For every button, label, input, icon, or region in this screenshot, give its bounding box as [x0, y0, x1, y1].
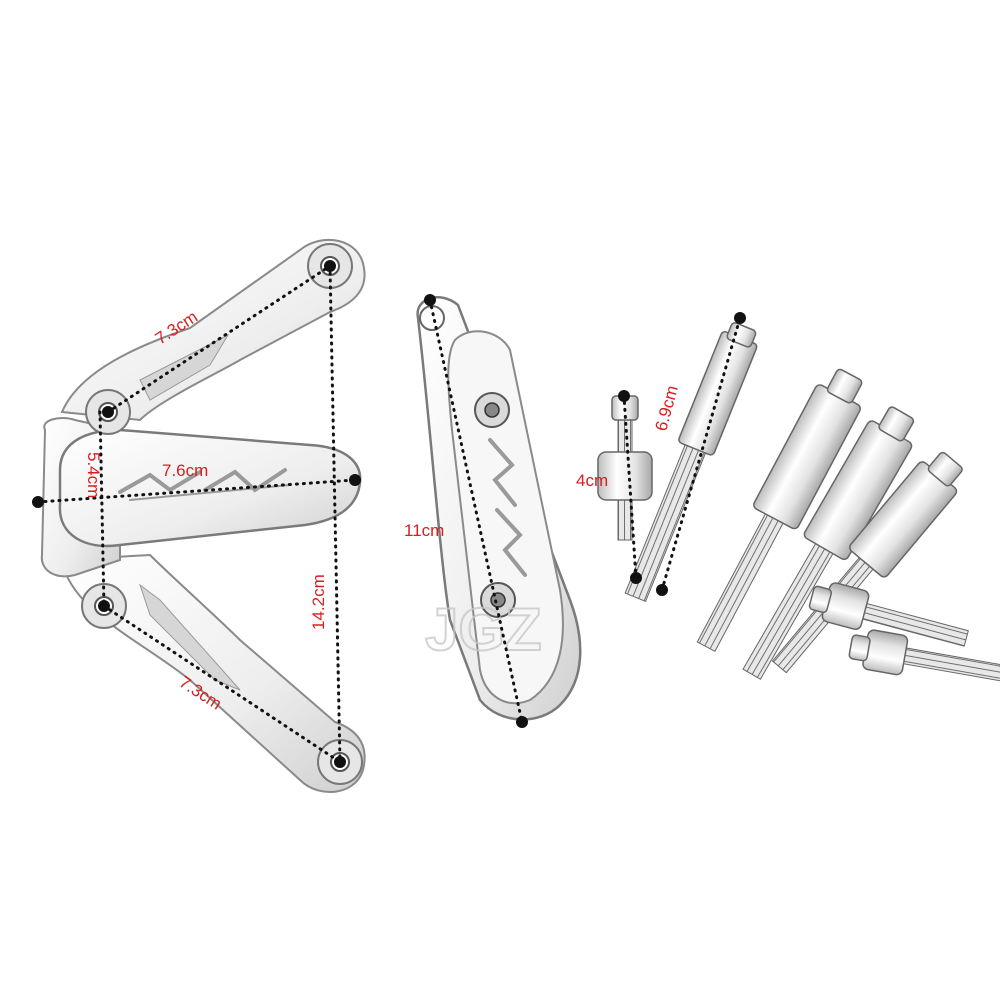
dim-long-bolt: 6.9cm: [652, 383, 682, 433]
watermark: JGZ: [425, 596, 542, 663]
dimension-lines: [36, 264, 742, 764]
brand-logo-icon: [488, 438, 527, 577]
dim-slider-length: 11cm: [404, 521, 444, 540]
screw-icon: [848, 629, 1000, 685]
spacer-icon: [742, 406, 915, 680]
engine-frame-slider-bracket: [40, 238, 366, 793]
dim-total-height: 14.2cm: [309, 574, 328, 630]
dim-cover-height: 5.4cm: [84, 452, 103, 498]
side-slider-plate: [416, 296, 582, 721]
bolt-set: [597, 322, 1000, 685]
hex-bolt-icon: [474, 392, 516, 618]
spacer-icon: [696, 368, 863, 652]
dim-cover-width: 7.6cm: [162, 461, 208, 480]
screw-icon: [808, 582, 969, 647]
dimension-dots: [32, 260, 746, 768]
dim-short-bolt: 4cm: [576, 471, 608, 490]
bracket-upper-arm: [60, 238, 366, 422]
